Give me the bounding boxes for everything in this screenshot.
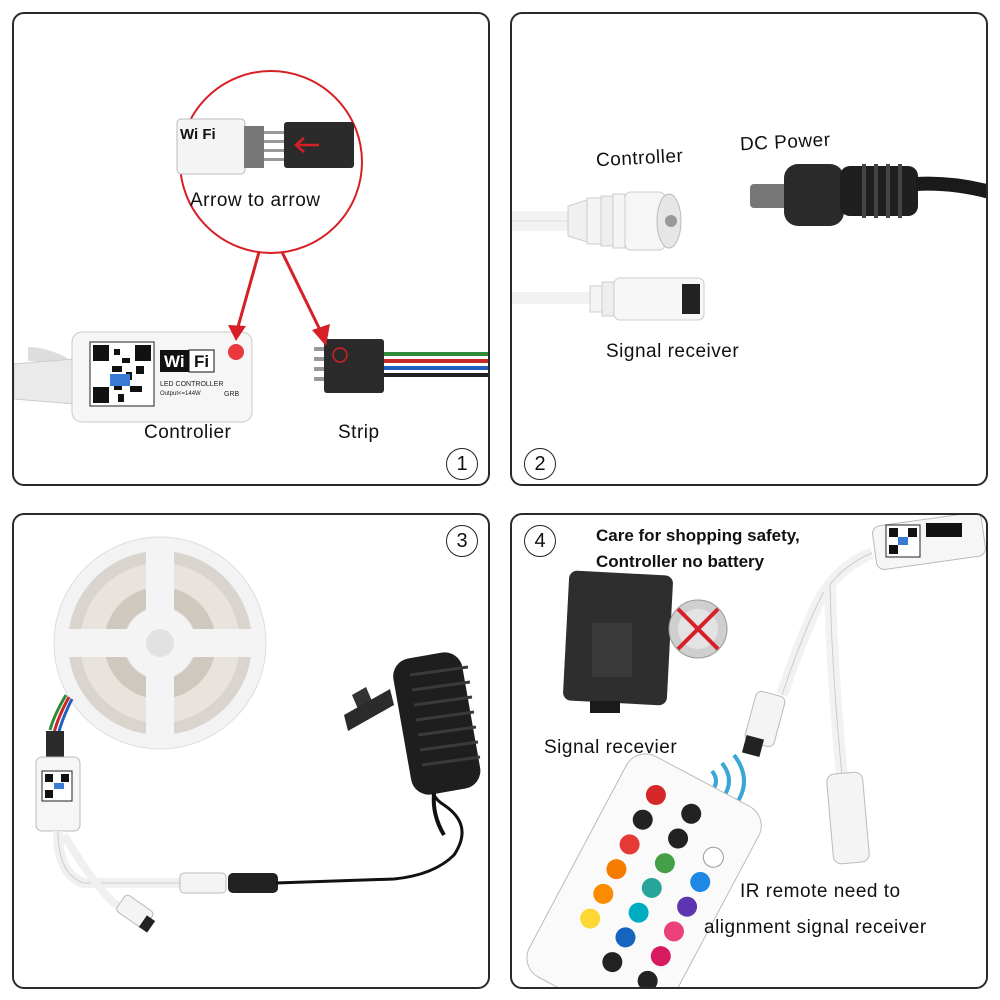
ir-remote-note-line-1: IR remote need to [740,881,901,902]
strip-label: Strip [338,422,380,443]
controller-female-jack [567,191,682,251]
zoom-caption: Arrow to arrow [190,190,321,211]
panel-4-illustration [526,515,986,987]
controller-cable-end [14,358,75,405]
panel-1-illustration: Wi Fi Wi Fi [14,70,488,423]
strip-connector [324,339,384,393]
controller-label: Controller [595,145,684,172]
panel-number-badge: 2 [524,448,556,480]
signal-receiver-label: Signal recevier [544,737,678,758]
svg-text:Wi Fi: Wi Fi [180,126,216,143]
power-button-icon [228,344,244,360]
ir-remote-note-line-2: alignment signal receiver [704,917,927,938]
panel-number-badge: 4 [524,525,556,557]
signal-receiver-label: Signal receiver [606,341,740,362]
panel-controller-to-strip: Wi Fi Wi Fi [12,12,490,486]
panel-power-connection: Controller DC Power Signal receiver 2 [510,12,988,486]
power-adapter [344,652,481,837]
panel-2-illustration [512,164,986,321]
dc-power-plug [750,164,986,226]
panel-ir-remote: 4 Care for shopping safety, Controller n… [510,513,988,989]
qr-code-icon [89,341,155,407]
panel-number-badge: 1 [446,448,478,480]
panel-number-badge: 3 [446,525,478,557]
svg-text:Wi: Wi [164,352,185,371]
signal-receiver-box [563,570,673,713]
power-button-icon [645,784,666,805]
safety-note-line-1: Care for shopping safety, [596,526,800,545]
signal-receiver-plug [589,277,705,321]
controller-label: Controlier [144,422,232,443]
led-strip-reel [53,536,267,750]
svg-text:LED CONTROLLER: LED CONTROLLER [160,381,223,388]
svg-text:Fi: Fi [194,352,209,371]
safety-note-line-2: Controller no battery [596,552,765,571]
no-battery-icon [668,599,728,659]
panel-kit-overview: 3 [12,513,490,989]
svg-text:Output<=144W: Output<=144W [160,391,201,397]
svg-text:GRB: GRB [224,391,240,398]
panel-3-illustration [35,536,481,933]
ir-remote [526,753,762,987]
